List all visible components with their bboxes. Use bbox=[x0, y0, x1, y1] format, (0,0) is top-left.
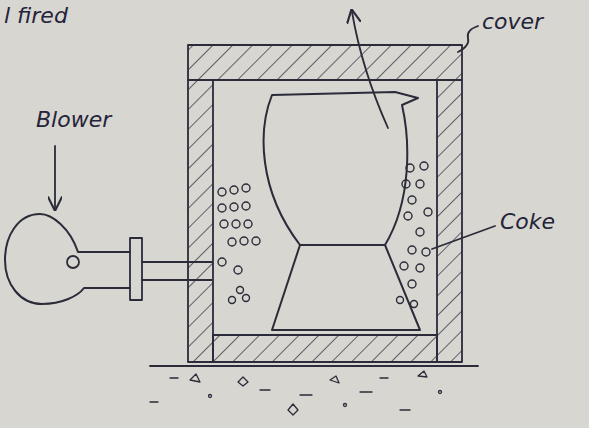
left-wall bbox=[188, 80, 213, 362]
crucible-waist bbox=[300, 244, 385, 246]
blower-casing bbox=[5, 214, 130, 304]
duct-flange bbox=[130, 238, 142, 300]
tuyere-pipe bbox=[142, 279, 212, 281]
furnace-cover bbox=[188, 45, 462, 80]
part-label: Coke bbox=[500, 210, 555, 234]
earth-marks bbox=[150, 371, 442, 415]
part-label: Blower bbox=[36, 108, 111, 132]
crucible bbox=[264, 92, 420, 330]
part-label: cover bbox=[482, 10, 543, 34]
coke-pieces bbox=[218, 162, 432, 308]
title-note: l fired bbox=[4, 4, 68, 28]
furnace-floor bbox=[213, 335, 437, 362]
ground-line bbox=[150, 365, 478, 367]
coke-leader bbox=[432, 226, 495, 249]
flue-arrow bbox=[352, 12, 388, 128]
blower-leader bbox=[54, 146, 56, 208]
right-wall bbox=[437, 80, 462, 362]
cover-leader bbox=[458, 26, 478, 52]
tuyere-pipe bbox=[142, 261, 212, 263]
blower-hub bbox=[67, 256, 79, 268]
